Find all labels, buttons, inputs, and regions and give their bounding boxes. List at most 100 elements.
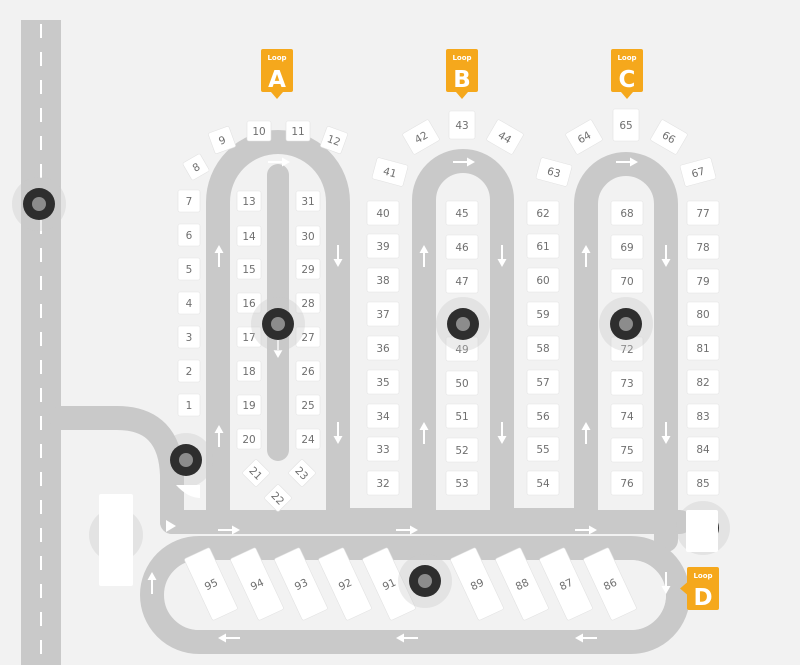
campsite-68[interactable]: 68 xyxy=(610,200,644,226)
campsite-17[interactable]: 17 xyxy=(236,326,262,348)
campsite-88[interactable]: 88 xyxy=(495,547,549,621)
campsite-24[interactable]: 24 xyxy=(295,428,321,450)
campsite-5[interactable]: 5 xyxy=(177,257,201,281)
campsite-38[interactable]: 38 xyxy=(366,267,400,293)
campsite-32[interactable]: 32 xyxy=(366,470,400,496)
campsite-77[interactable]: 77 xyxy=(686,200,720,226)
campsite-66[interactable]: 66 xyxy=(650,119,688,155)
campsite-11[interactable]: 11 xyxy=(285,120,311,142)
campsite-number: 67 xyxy=(690,165,706,180)
campsite-52[interactable]: 52 xyxy=(445,437,479,463)
campsite-51[interactable]: 51 xyxy=(445,403,479,429)
campsite-86[interactable]: 86 xyxy=(583,547,637,621)
campsite-13[interactable]: 13 xyxy=(236,190,262,212)
campsite-72[interactable]: 72 xyxy=(610,336,644,362)
campsite-47[interactable]: 47 xyxy=(445,268,479,294)
campsite-3[interactable]: 3 xyxy=(177,325,201,349)
campsite-39[interactable]: 39 xyxy=(366,233,400,259)
campsite-83[interactable]: 83 xyxy=(686,403,720,429)
campsite-23[interactable]: 23 xyxy=(288,459,316,487)
campsite-14[interactable]: 14 xyxy=(236,225,262,247)
campsite-49[interactable]: 49 xyxy=(445,336,479,362)
campsite-80[interactable]: 80 xyxy=(686,301,720,327)
campsite-74[interactable]: 74 xyxy=(610,403,644,429)
campsite-59[interactable]: 59 xyxy=(526,301,560,327)
campsite-85[interactable]: 85 xyxy=(686,470,720,496)
campsite-82[interactable]: 82 xyxy=(686,369,720,395)
location-marker-icon[interactable] xyxy=(599,297,653,351)
campsite-53[interactable]: 53 xyxy=(445,470,479,496)
campsite-87[interactable]: 87 xyxy=(539,547,593,621)
campsite-56[interactable]: 56 xyxy=(526,403,560,429)
campsite-79[interactable]: 79 xyxy=(686,268,720,294)
campsite-57[interactable]: 57 xyxy=(526,369,560,395)
campsite-2[interactable]: 2 xyxy=(177,359,201,383)
campsite-6[interactable]: 6 xyxy=(177,223,201,247)
campsite-37[interactable]: 37 xyxy=(366,301,400,327)
campsite-19[interactable]: 19 xyxy=(236,394,262,416)
location-marker-icon[interactable] xyxy=(12,177,66,231)
campsite-9[interactable]: 9 xyxy=(208,126,236,154)
campsite-21[interactable]: 21 xyxy=(242,459,270,487)
location-marker-icon[interactable] xyxy=(159,433,213,487)
campsite-46[interactable]: 46 xyxy=(445,234,479,260)
campsite-54[interactable]: 54 xyxy=(526,470,560,496)
campsite-81[interactable]: 81 xyxy=(686,335,720,361)
campsite-93[interactable]: 93 xyxy=(274,547,328,621)
campsite-16[interactable]: 16 xyxy=(236,292,262,314)
campsite-31[interactable]: 31 xyxy=(295,190,321,212)
campsite-62[interactable]: 62 xyxy=(526,200,560,226)
campsite-70[interactable]: 70 xyxy=(610,268,644,294)
campsite-26[interactable]: 26 xyxy=(295,360,321,382)
campsite-95[interactable]: 95 xyxy=(184,547,238,621)
campsite-94[interactable]: 94 xyxy=(230,547,284,621)
campsite-12[interactable]: 12 xyxy=(320,126,348,154)
campsite-50[interactable]: 50 xyxy=(445,370,479,396)
campsite-8[interactable]: 8 xyxy=(182,153,210,181)
campsite-10[interactable]: 10 xyxy=(246,120,272,142)
campsite-1[interactable]: 1 xyxy=(177,393,201,417)
campsite-92[interactable]: 92 xyxy=(318,547,372,621)
campsite-15[interactable]: 15 xyxy=(236,258,262,280)
campsite-28[interactable]: 28 xyxy=(295,292,321,314)
campsite-44[interactable]: 44 xyxy=(486,119,524,155)
campsite-73[interactable]: 73 xyxy=(610,370,644,396)
campsite-25[interactable]: 25 xyxy=(295,394,321,416)
campsite-22[interactable]: 22 xyxy=(264,484,292,512)
campsite-45[interactable]: 45 xyxy=(445,200,479,226)
campsite-89[interactable]: 89 xyxy=(450,547,504,621)
campsite-65[interactable]: 65 xyxy=(612,108,640,142)
campsite-36[interactable]: 36 xyxy=(366,335,400,361)
campsite-75[interactable]: 75 xyxy=(610,437,644,463)
campsite-55[interactable]: 55 xyxy=(526,436,560,462)
unlabeled-sites xyxy=(99,485,718,586)
campsite-69[interactable]: 69 xyxy=(610,234,644,260)
campsite-41[interactable]: 41 xyxy=(371,157,409,187)
location-marker-icon[interactable] xyxy=(398,554,452,608)
campsite-67[interactable]: 67 xyxy=(679,157,717,187)
campsite-43[interactable]: 43 xyxy=(448,110,476,140)
campsite-4[interactable]: 4 xyxy=(177,291,201,315)
campsite-35[interactable]: 35 xyxy=(366,369,400,395)
campsite-58[interactable]: 58 xyxy=(526,335,560,361)
location-marker-icon[interactable] xyxy=(251,297,305,351)
campsite-7[interactable]: 7 xyxy=(177,189,201,213)
campsite-63[interactable]: 63 xyxy=(535,157,573,187)
campsite-64[interactable]: 64 xyxy=(565,119,603,155)
campsite-78[interactable]: 78 xyxy=(686,234,720,260)
campsite-91[interactable]: 91 xyxy=(362,547,416,621)
campsite-33[interactable]: 33 xyxy=(366,436,400,462)
campsite-30[interactable]: 30 xyxy=(295,225,321,247)
campsite-84[interactable]: 84 xyxy=(686,436,720,462)
campsite-29[interactable]: 29 xyxy=(295,258,321,280)
campsite-34[interactable]: 34 xyxy=(366,403,400,429)
campsite-18[interactable]: 18 xyxy=(236,360,262,382)
campsite-40[interactable]: 40 xyxy=(366,200,400,226)
campsite-76[interactable]: 76 xyxy=(610,470,644,496)
campsite-42[interactable]: 42 xyxy=(402,119,440,155)
campsite-27[interactable]: 27 xyxy=(295,326,321,348)
campsite-61[interactable]: 61 xyxy=(526,233,560,259)
location-marker-icon[interactable] xyxy=(436,297,490,351)
campsite-60[interactable]: 60 xyxy=(526,267,560,293)
campsite-20[interactable]: 20 xyxy=(236,428,262,450)
